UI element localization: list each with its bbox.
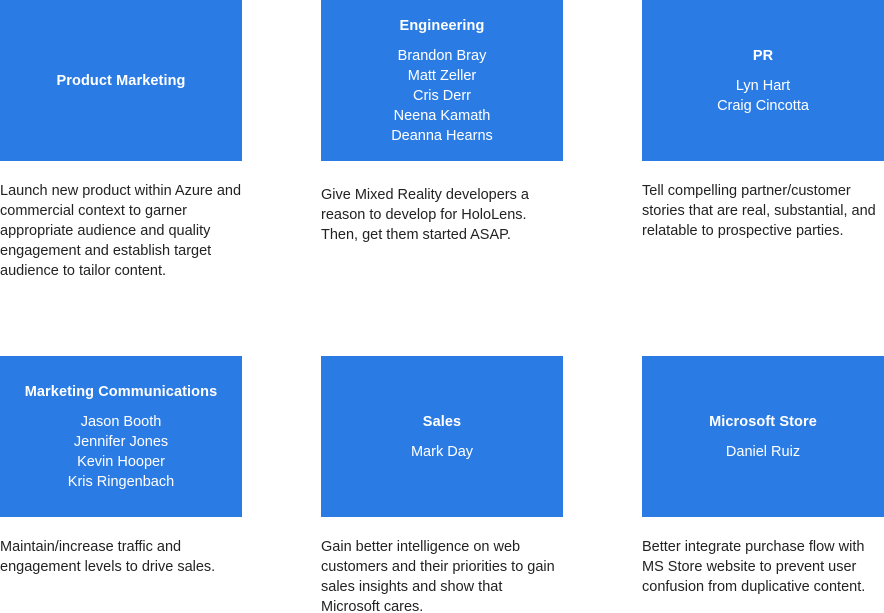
team-card-product-marketing: Product Marketing Launch new product wit… xyxy=(0,0,242,281)
member-name: Kevin Hooper xyxy=(77,453,165,470)
team-tile: PR Lyn Hart Craig Cincotta xyxy=(642,0,884,161)
member-name: Mark Day xyxy=(410,443,474,460)
member-list: Mark Day xyxy=(411,442,473,462)
team-tile: Sales Mark Day xyxy=(321,356,563,517)
member-name: Kris Ringenbach xyxy=(67,473,175,490)
team-title: Marketing Communications xyxy=(24,383,218,400)
member-list: Daniel Ruiz xyxy=(726,442,800,462)
team-card-engineering: Engineering Brandon Bray Matt Zeller Cri… xyxy=(321,0,563,245)
team-description: Tell compelling partner/customer stories… xyxy=(642,183,876,239)
member-list: Jason Booth Jennifer Jones Kevin Hooper … xyxy=(68,412,174,492)
member-name: Deanna Hearns xyxy=(391,127,493,144)
team-card-marketing-communications: Marketing Communications Jason Booth Jen… xyxy=(0,356,242,577)
team-card-microsoft-store: Microsoft Store Daniel Ruiz Better integ… xyxy=(642,356,884,597)
team-title: Product Marketing xyxy=(56,72,186,89)
team-description: Launch new product within Azure and comm… xyxy=(0,183,242,279)
team-title: Microsoft Store xyxy=(709,413,817,430)
team-tile: Engineering Brandon Bray Matt Zeller Cri… xyxy=(321,0,563,161)
member-name: Cris Derr xyxy=(412,87,471,104)
team-tile: Microsoft Store Daniel Ruiz xyxy=(642,356,884,517)
member-name: Lyn Hart xyxy=(735,77,791,94)
team-title: Engineering xyxy=(399,17,485,34)
team-description: Give Mixed Reality developers a reason t… xyxy=(321,187,529,243)
member-name: Jason Booth xyxy=(80,413,162,430)
member-name: Brandon Bray xyxy=(397,47,487,64)
team-description: Gain better intelligence on web customer… xyxy=(321,539,555,613)
team-description: Maintain/increase traffic and engagement… xyxy=(0,539,216,575)
team-tile: Marketing Communications Jason Booth Jen… xyxy=(0,356,242,517)
team-tile: Product Marketing xyxy=(0,0,242,161)
team-card-sales: Sales Mark Day Gain better intelligence … xyxy=(321,356,563,613)
member-name: Matt Zeller xyxy=(407,67,477,84)
member-list: Lyn Hart Craig Cincotta xyxy=(717,76,809,116)
team-title: Sales xyxy=(422,413,462,430)
member-list: Brandon Bray Matt Zeller Cris Derr Neena… xyxy=(391,46,493,146)
team-title: PR xyxy=(752,47,774,64)
member-name: Jennifer Jones xyxy=(73,433,169,450)
member-name: Craig Cincotta xyxy=(717,97,809,114)
team-card-pr: PR Lyn Hart Craig Cincotta Tell compelli… xyxy=(642,0,884,241)
member-name: Daniel Ruiz xyxy=(725,443,801,460)
team-description: Better integrate purchase flow with MS S… xyxy=(642,539,866,595)
member-name: Neena Kamath xyxy=(393,107,491,124)
